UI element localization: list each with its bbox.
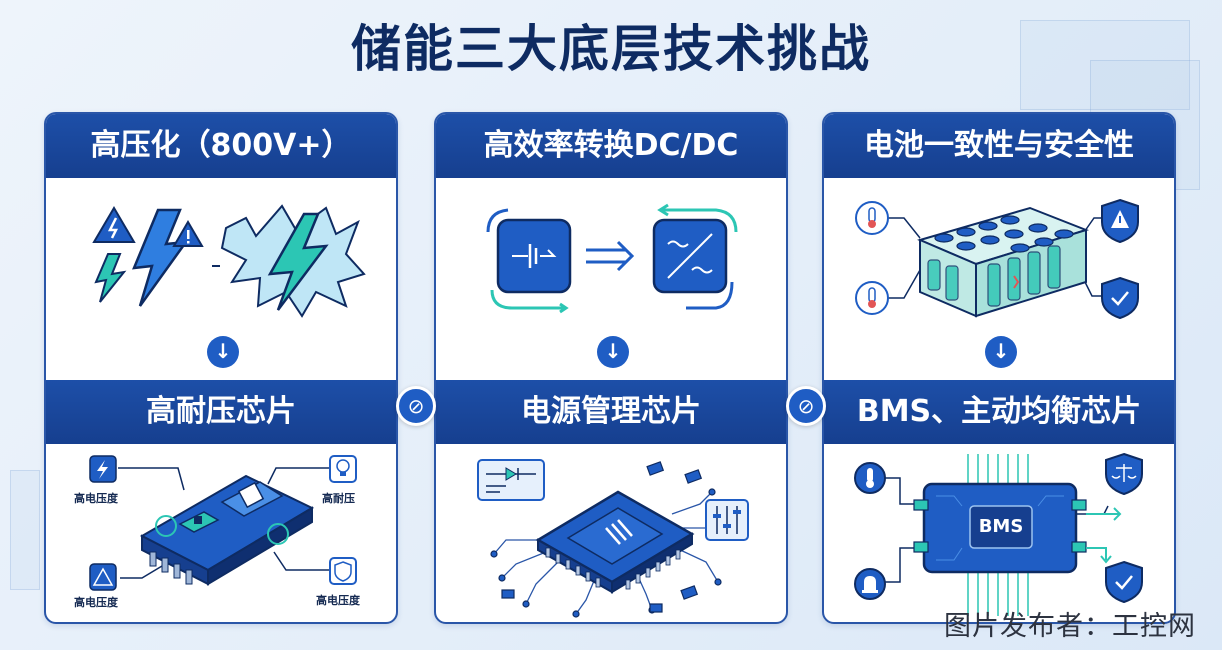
pmic-chip-icon xyxy=(535,490,695,594)
warning-icon xyxy=(89,563,117,591)
battery-pack-icon xyxy=(917,206,1090,318)
thermometer-icon xyxy=(855,281,889,315)
link-icon: ⊘ xyxy=(396,386,436,426)
thermometer-icon xyxy=(854,462,886,494)
illustration-chip-module: 高电压度 高耐压 高电压度 高电压度 xyxy=(46,444,396,622)
warning-icon xyxy=(172,220,204,247)
label-high-voltage: 高电压度 xyxy=(74,596,118,609)
chip-header: BMS、主动均衡芯片 xyxy=(824,380,1174,444)
card-battery-consistency: 电池一致性与安全性 xyxy=(822,112,1176,624)
bulb-icon xyxy=(329,455,357,483)
illustration-bms: BMS xyxy=(824,444,1174,622)
illustration-lightning xyxy=(46,178,396,328)
arrow-down-icon: ↓ xyxy=(207,336,239,368)
sliders-panel-icon xyxy=(705,499,749,541)
shield-icon xyxy=(1105,560,1143,604)
balance-shield-icon xyxy=(1105,452,1143,496)
bms-board-icon xyxy=(913,482,1087,574)
link-icon: ⊘ xyxy=(786,386,826,426)
illustration-conversion xyxy=(436,178,786,328)
dcdc-converter-icon xyxy=(652,203,738,310)
diode-panel-icon xyxy=(477,459,545,501)
background-panel xyxy=(1020,20,1190,110)
card-high-voltage: 高压化（800V+） xyxy=(44,112,398,624)
lightning-icon xyxy=(89,455,117,483)
shield-icon xyxy=(1101,276,1139,320)
label-high-voltage: 高电压度 xyxy=(316,594,360,607)
illustration-battery-pack xyxy=(824,178,1174,328)
dc-source-icon xyxy=(486,208,572,314)
page-title: 储能三大底层技术挑战 xyxy=(351,20,871,78)
arrow-down-icon: ↓ xyxy=(597,336,629,368)
bms-chip-label: BMS xyxy=(978,516,1024,537)
energy-burst-icon xyxy=(212,204,366,318)
shield-icon xyxy=(329,557,357,585)
chip-header: 电源管理芯片 xyxy=(436,380,786,444)
thermometer-icon xyxy=(855,201,889,235)
chip-header: 高耐压芯片 xyxy=(46,380,396,444)
card-header: 高压化（800V+） xyxy=(46,114,396,178)
lightning-icon xyxy=(132,208,189,307)
card-header: 高效率转换DC/DC xyxy=(436,114,786,178)
warning-icon xyxy=(92,206,136,243)
card-dcdc-conversion: 高效率转换DC/DC xyxy=(434,112,788,624)
alarm-icon xyxy=(854,568,886,600)
card-header: 电池一致性与安全性 xyxy=(824,114,1174,178)
convert-arrow-icon xyxy=(586,240,635,272)
power-module-icon xyxy=(139,474,315,586)
warning-shield-icon xyxy=(1101,198,1139,244)
background-panel xyxy=(10,470,40,590)
lightning-icon xyxy=(94,253,127,303)
publisher-credit: 图片发布者：工控网 xyxy=(944,611,1196,642)
component-icon xyxy=(501,461,703,613)
arrow-down-icon: ↓ xyxy=(985,336,1017,368)
label-high-withstand: 高耐压 xyxy=(322,492,355,505)
label-high-voltage: 高电压度 xyxy=(74,492,118,505)
illustration-pmic xyxy=(436,444,786,622)
